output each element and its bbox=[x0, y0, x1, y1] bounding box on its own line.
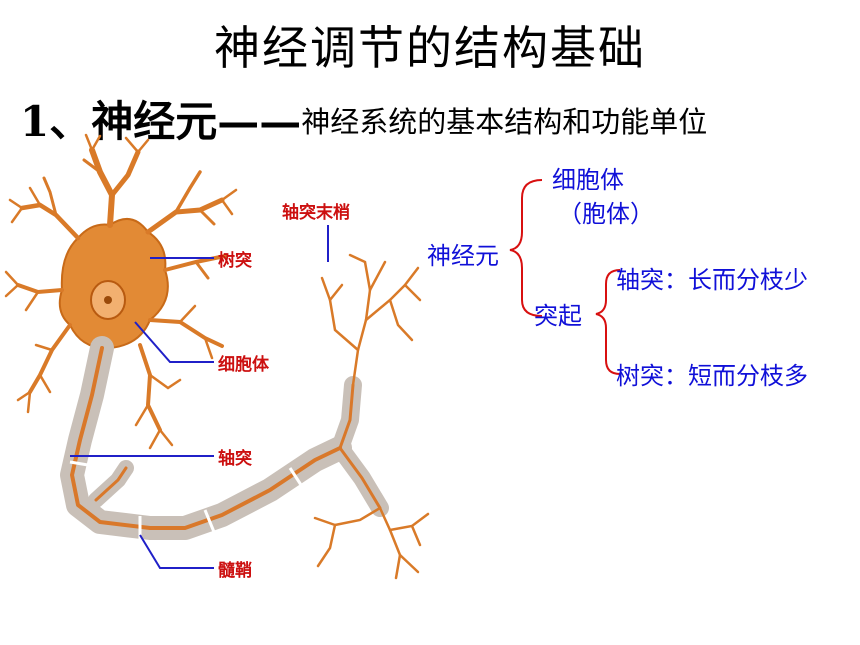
axon-with-myelin bbox=[60, 336, 389, 540]
dendrites bbox=[4, 133, 238, 450]
nodes-of-ranvier bbox=[69, 460, 305, 540]
bracket-process bbox=[595, 269, 621, 375]
axon-terminals bbox=[313, 253, 430, 580]
classification-brackets bbox=[509, 179, 621, 375]
tree-cell-body-alias: （胞体） bbox=[558, 200, 654, 228]
section-heading: 1、神经元——神经系统的基本结构和功能单位 bbox=[20, 88, 707, 149]
label-axon: 轴突 bbox=[218, 448, 252, 469]
bracket-root bbox=[509, 179, 543, 317]
label-axon-terminal: 轴突末梢 bbox=[282, 202, 350, 223]
tree-dendrite-desc: 树突：短而分枝多 bbox=[616, 362, 808, 390]
tree-cell-body: 细胞体 bbox=[552, 166, 624, 194]
slide-title: 神经调节的结构基础 bbox=[214, 21, 646, 75]
heading-main: 1、神经元—— bbox=[20, 97, 302, 146]
label-dendrite: 树突 bbox=[218, 250, 252, 271]
heading-subtitle: 神经系统的基本结构和功能单位 bbox=[301, 105, 708, 139]
tree-axon-desc: 轴突：长而分枝少 bbox=[616, 266, 808, 294]
label-pointer-lines bbox=[70, 225, 329, 569]
tree-root-neuron: 神经元 bbox=[427, 242, 499, 270]
label-myelin-sheath: 髓鞘 bbox=[218, 560, 252, 581]
tree-process: 突起 bbox=[534, 302, 582, 330]
label-cell-body: 细胞体 bbox=[218, 354, 270, 375]
